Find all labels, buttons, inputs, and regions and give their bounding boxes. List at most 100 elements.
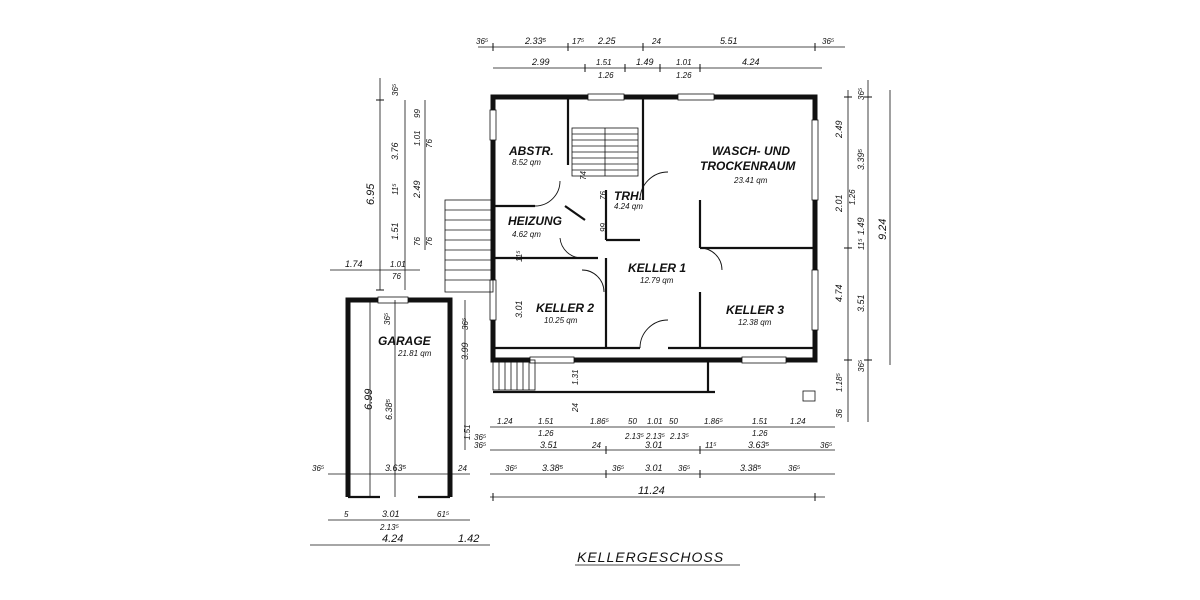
dim-bot-r2-6: 36⁵ (820, 441, 833, 450)
room-name-keller3: KELLER 3 (726, 303, 784, 317)
outside-stairs (444, 199, 816, 402)
dim-garage-inner-1: 36⁵ (461, 317, 470, 330)
dim-bot-r3-4: 36⁵ (678, 464, 691, 473)
dim-garage-b-3: 61⁵ (437, 510, 450, 519)
room-area-keller3: 12.38 qm (738, 318, 772, 327)
dim-top-r2-4: 1.01 (676, 58, 692, 67)
dim-left-garage-side-2: 76 (392, 272, 401, 281)
bottom-dimensions: 1.24 1.51 1.26 1.86⁵ 50 1.01 50 2.13⁵ 2.… (474, 417, 833, 497)
room-name-wasch-2: TROCKENRAUM (700, 159, 796, 173)
room-area-abstr: 8.52 qm (512, 158, 541, 167)
dim-misc-6: 24 (571, 403, 580, 413)
room-name-keller1: KELLER 1 (628, 261, 686, 275)
dim-top-r1-2: 17⁵ (572, 37, 585, 46)
dim-bot-r2-4: 11⁵ (705, 441, 717, 450)
dim-bot-r3-3: 3.01 (645, 463, 663, 473)
dim-top-r1-0: 36⁵ (476, 37, 489, 46)
dim-bot-r2-0: 36⁵ (474, 441, 487, 450)
room-area-garage: 21.81 qm (397, 349, 432, 358)
left-dimensions: 6.95 36⁵ 3.76 1.51 11⁵ 99 1.01 76 2.49 7… (345, 83, 434, 325)
dim-top-r2-1: 1.51 (596, 58, 612, 67)
dim-left-outer-0: 6.95 (365, 183, 377, 205)
dim-bot-r1-1: 1.51 (538, 417, 554, 426)
dim-garage-bi-1: 3.63⁵ (385, 463, 407, 473)
doors (534, 171, 723, 349)
dim-right-outer-0: 36⁵ (857, 87, 866, 100)
dim-left-inner-3: 11⁵ (391, 183, 400, 195)
room-name-keller2: KELLER 2 (536, 301, 594, 315)
dim-garage-b-2: 2.13⁵ (379, 523, 400, 532)
inner-staircase (571, 127, 639, 177)
dim-right-mid-3: 3.51 (856, 294, 866, 312)
dim-left-inner-4: 99 (413, 109, 422, 118)
dim-top-r2-2: 1.26 (598, 71, 614, 80)
room-name-garage: GARAGE (378, 334, 432, 348)
dim-right-mid-2: 11⁵ (857, 238, 866, 250)
room-labels: ABSTR. 8.52 qm WASCH- UND TROCKENRAUM 23… (378, 144, 796, 358)
dim-garage-bi-0: 36⁵ (312, 464, 325, 473)
dim-bot-r3-0: 36⁵ (505, 464, 518, 473)
dim-garage-inner-2: 3.99 (460, 342, 470, 360)
dim-misc-8: 36⁵ (474, 433, 487, 442)
dimension-lines (310, 43, 891, 566)
dim-bot-r1-9: 2.13⁵ (669, 432, 690, 441)
dim-bot-r2-2: 24 (591, 441, 601, 450)
dim-bot-r3-6: 36⁵ (788, 464, 801, 473)
dim-bot-r3-1: 3.38⁵ (542, 463, 564, 473)
dim-left-inner-2: 1.51 (390, 222, 400, 240)
dim-right-outer-1: 9.24 (877, 219, 889, 240)
dim-garage-total-1: 1.42 (458, 533, 479, 545)
dim-left-garage-side-3: 36⁵ (383, 312, 392, 325)
dim-garage-b-0: 5 (344, 510, 349, 519)
garage-walls (345, 296, 453, 499)
dim-misc-3: 11⁵ (515, 250, 524, 262)
dim-misc-2: 99 (599, 223, 608, 232)
dim-left-inner-8: 76 (413, 237, 422, 246)
dim-right-inner-1: 2.01 (834, 194, 844, 213)
dim-right-mid-4: 36⁵ (857, 359, 866, 372)
right-dimensions: 2.49 2.01 1.26 4.74 1.18⁵ 36 3.39⁵ 1.49 … (834, 87, 889, 418)
dim-garage-bi-2: 24 (457, 464, 467, 473)
dim-left-inner-1: 3.76 (390, 142, 400, 160)
dim-garage-left-0: 6.99 (363, 389, 375, 410)
dim-misc-1: 76 (599, 191, 608, 200)
dim-top-r1-4: 24 (651, 37, 661, 46)
room-area-wasch: 23.41 qm (733, 176, 768, 185)
room-name-trh: TRH. (614, 189, 642, 203)
room-area-keller1: 12.79 qm (640, 276, 674, 285)
dim-left-inner-7: 2.49 (412, 180, 422, 199)
dim-bot-r1-11: 1.51 (752, 417, 768, 426)
dim-bot-r1-0: 1.24 (497, 417, 513, 426)
dim-top-r1-3: 2.25 (597, 36, 617, 46)
dim-bot-r2-3: 3.01 (645, 440, 663, 450)
dim-right-inner-5: 36 (835, 409, 844, 418)
dim-left-inner-6: 76 (425, 139, 434, 148)
dim-right-inner-2: 1.26 (848, 189, 857, 205)
dim-misc-5: 1.31 (571, 369, 580, 385)
room-area-trh: 4.24 qm (614, 202, 643, 211)
dim-garage-inner-0: 6.38⁵ (384, 398, 394, 420)
dim-garage-total-0: 4.24 (382, 533, 403, 545)
dim-right-inner-3: 4.74 (834, 284, 844, 302)
dim-left-garage-side-1: 1.01 (390, 260, 406, 269)
dim-left-inner-5: 1.01 (413, 130, 422, 146)
dim-top-r2-3: 1.49 (636, 57, 654, 67)
windows (489, 93, 819, 364)
dim-top-r1-6: 36⁵ (822, 37, 835, 46)
dim-bot-r1-10: 1.86⁵ (704, 417, 724, 426)
dim-bot-r2-1: 3.51 (540, 440, 558, 450)
dim-top-r2-6: 4.24 (742, 57, 760, 67)
dim-bot-r1-12: 1.26 (752, 429, 768, 438)
dim-bot-r2-5: 3.63⁵ (748, 440, 770, 450)
dim-misc-7: 1.51 (463, 424, 472, 440)
dim-misc-0: 74 (579, 171, 588, 180)
room-name-heizung: HEIZUNG (508, 214, 562, 228)
dim-right-mid-1: 1.49 (856, 217, 866, 235)
house-inner-walls (493, 97, 815, 350)
dim-bot-r1-5: 1.01 (647, 417, 663, 426)
dim-right-mid-0: 3.39⁵ (856, 148, 866, 170)
top-dimensions: 36⁵ 2.33⁵ 17⁵ 2.25 24 5.51 36⁵ 2.99 1.51… (476, 36, 835, 80)
dim-bot-r3-2: 36⁵ (612, 464, 625, 473)
dim-top-r1-1: 2.33⁵ (524, 36, 547, 46)
